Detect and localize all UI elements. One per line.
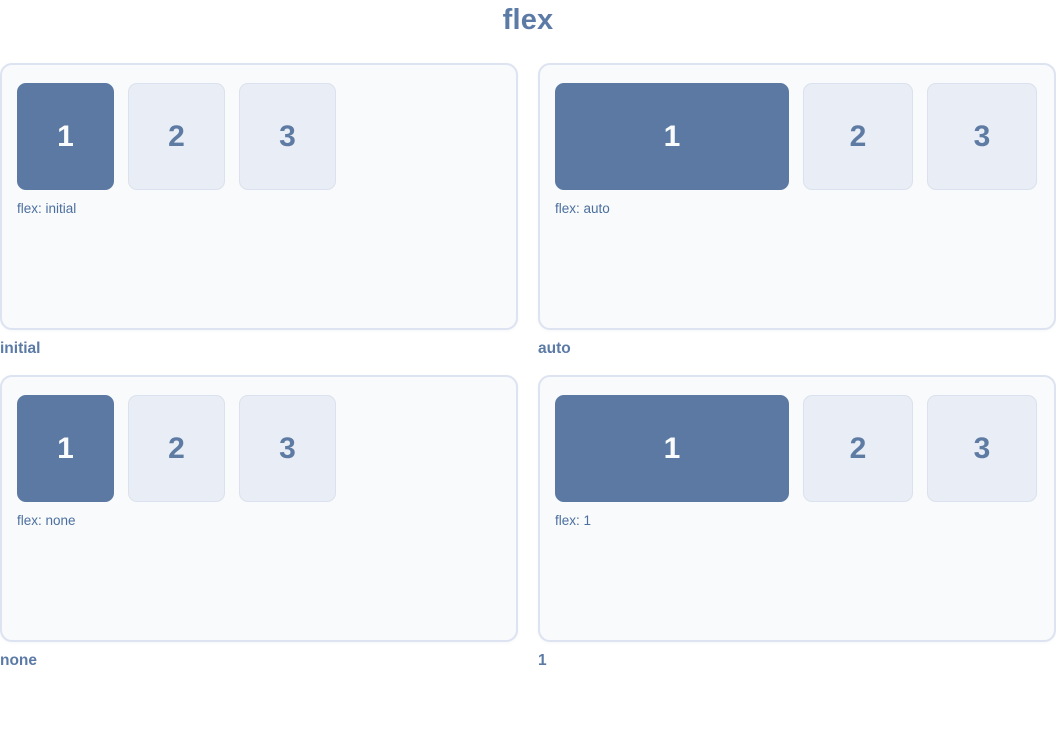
flex-value-label: flex: auto	[555, 201, 610, 216]
flex-item-1: 1	[555, 83, 789, 190]
flex-item-3: 3	[239, 83, 336, 190]
flex-value-label: flex: 1	[555, 513, 592, 528]
demo-grid: 1 2 3 flex: initial initial 1 2 3 flex: …	[0, 63, 1056, 687]
flex-demo-panel-1: 1 2 3 flex: 1	[538, 375, 1056, 642]
demo-cell-none: 1 2 3 flex: none none	[0, 375, 518, 687]
flex-item-2: 2	[803, 395, 913, 502]
panel-caption: none	[0, 652, 38, 669]
flex-value-label: flex: initial	[17, 201, 77, 216]
page-title: flex	[502, 4, 554, 36]
panel-caption: auto	[538, 340, 571, 357]
flex-demo-panel-none: 1 2 3 flex: none	[0, 375, 518, 642]
flex-item-2: 2	[128, 83, 225, 190]
panel-caption: initial	[0, 340, 41, 357]
flex-item-2: 2	[803, 83, 913, 190]
demo-cell-auto: 1 2 3 flex: auto auto	[538, 63, 1056, 375]
flex-container: 1 2 3	[555, 83, 1039, 190]
flex-demo-panel-auto: 1 2 3 flex: auto	[538, 63, 1056, 330]
flex-demo-page: flex 1 2 3 flex: initial initial 1 2 3	[0, 3, 1056, 733]
flex-container: 1 2 3	[17, 83, 501, 190]
flex-item-1: 1	[17, 395, 114, 502]
flex-container: 1 2 3	[17, 395, 501, 502]
flex-item-1: 1	[17, 83, 114, 190]
flex-item-2: 2	[128, 395, 225, 502]
flex-item-3: 3	[927, 83, 1037, 190]
demo-cell-1: 1 2 3 flex: 1 1	[538, 375, 1056, 687]
panel-caption: 1	[538, 652, 547, 669]
flex-item-3: 3	[239, 395, 336, 502]
demo-cell-initial: 1 2 3 flex: initial initial	[0, 63, 518, 375]
flex-item-3: 3	[927, 395, 1037, 502]
flex-item-1: 1	[555, 395, 789, 502]
flex-value-label: flex: none	[17, 513, 76, 528]
flex-container: 1 2 3	[555, 395, 1039, 502]
flex-demo-panel-initial: 1 2 3 flex: initial	[0, 63, 518, 330]
